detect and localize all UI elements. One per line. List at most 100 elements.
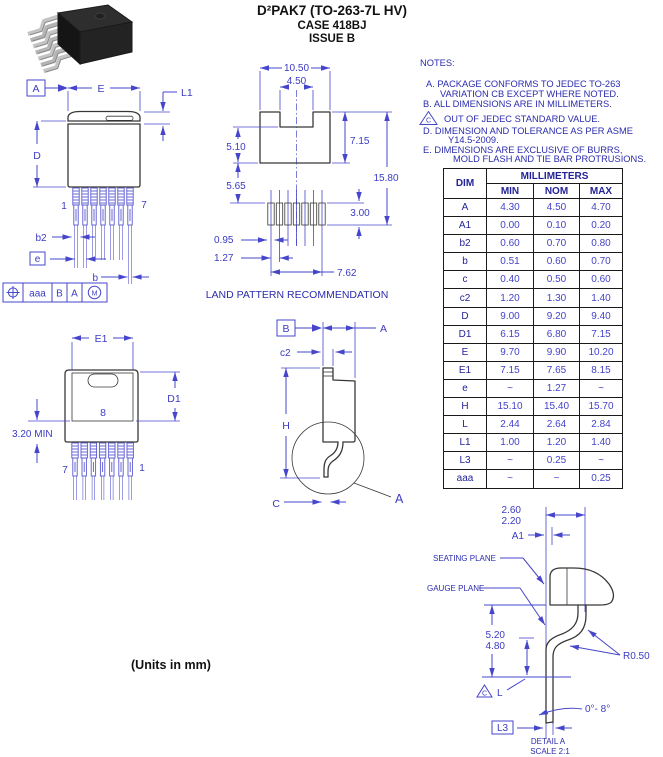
value-cell: ~ bbox=[533, 469, 580, 489]
value-cell: 9.70 bbox=[486, 342, 534, 362]
title-block: D²PAK7 (TO-263-7L HV) CASE 418BJ ISSUE B bbox=[257, 3, 407, 45]
table-header-max: MAX bbox=[579, 183, 623, 199]
table-header-min: MIN bbox=[486, 183, 534, 199]
note-a-line1: A. PACKAGE CONFORMS TO JEDEC TO-263 bbox=[426, 79, 620, 89]
back-pin1-label: 1 bbox=[139, 463, 145, 474]
side-view: B A c2 H C A bbox=[272, 319, 404, 510]
dim-d-label: D bbox=[33, 150, 41, 162]
dim-320min-label: 3.20 MIN bbox=[12, 429, 53, 440]
value-cell: ~ bbox=[486, 469, 534, 489]
dim-e1-label: E1 bbox=[95, 333, 108, 345]
value-cell: 0.60 bbox=[533, 252, 580, 272]
lp-gap-height: 5.65 bbox=[226, 181, 246, 192]
datum-e-box bbox=[29, 251, 46, 266]
dim-cell: e bbox=[443, 378, 487, 399]
dim-b2-label: b2 bbox=[35, 233, 47, 244]
mounting-slot bbox=[87, 373, 119, 388]
value-cell: ~ bbox=[579, 378, 623, 399]
issue-label: ISSUE B bbox=[309, 33, 355, 45]
package-3d-image bbox=[27, 4, 134, 74]
fcf-modifier: M bbox=[92, 291, 98, 298]
dim-cell: A1 bbox=[443, 216, 487, 236]
datum-a-label: A bbox=[32, 83, 39, 95]
value-cell: 15.40 bbox=[533, 397, 580, 417]
lp-overall-width: 10.50 bbox=[284, 63, 309, 74]
land-pattern-caption: LAND PATTERN RECOMMENDATION bbox=[206, 289, 389, 301]
value-cell: 0.50 bbox=[533, 270, 580, 290]
table-row: e~1.27~ bbox=[443, 378, 623, 399]
value-cell: 1.40 bbox=[579, 433, 623, 453]
value-cell: 4.70 bbox=[579, 197, 623, 218]
dim-l1-label: L1 bbox=[181, 87, 193, 99]
lp-notch-width: 4.50 bbox=[287, 76, 307, 87]
value-cell: 0.80 bbox=[579, 234, 623, 254]
value-cell: 8.15 bbox=[579, 360, 623, 380]
lp-pad-width: 0.95 bbox=[214, 235, 234, 246]
gauge-plane-label: GAUGE PLANE bbox=[427, 584, 484, 593]
detail-a-callout-circle bbox=[291, 421, 365, 495]
dim-cell: L3 bbox=[443, 451, 487, 471]
dim-l-label: L bbox=[497, 688, 503, 699]
dim-cell: c bbox=[443, 270, 487, 290]
value-cell: 0.20 bbox=[579, 216, 623, 236]
dim-cell: b2 bbox=[443, 234, 487, 254]
note-e-line1: E. DIMENSIONS ARE EXCLUSIVE OF BURRS, bbox=[423, 145, 622, 155]
flag-c-triangle bbox=[476, 684, 493, 698]
value-cell: 1.20 bbox=[533, 433, 580, 453]
value-cell: 0.10 bbox=[533, 216, 580, 236]
note-c-flag-letter: C bbox=[426, 118, 431, 125]
tab-bevel-mark bbox=[105, 115, 134, 121]
fcf-tolerance: aaa bbox=[29, 289, 46, 300]
note-d-line1: D. DIMENSION AND TOLERANCE AS PER ASME bbox=[423, 126, 633, 136]
notes-heading: NOTES: bbox=[420, 58, 455, 68]
detail-a-view: 2.60 2.20 A1 SEATING PLANE GAUGE PLANE 5… bbox=[427, 505, 650, 756]
table-row: L3~0.25~ bbox=[443, 451, 623, 471]
table-header-nom: NOM bbox=[533, 183, 580, 199]
case-number: CASE 418BJ bbox=[297, 20, 366, 32]
value-cell: 0.51 bbox=[486, 252, 534, 272]
note-b: B. ALL DIMENSIONS ARE IN MILLIMETERS. bbox=[423, 99, 612, 109]
dim-480-label: 4.80 bbox=[486, 641, 506, 652]
dim-cell: E1 bbox=[443, 360, 487, 380]
note-e-line2: MOLD FLASH AND TIE BAR PROTRUSIONS. bbox=[453, 154, 646, 164]
units-note: (Units in mm) bbox=[131, 658, 211, 672]
mmc-modifier-icon bbox=[87, 285, 102, 300]
value-cell: 0.60 bbox=[579, 270, 623, 290]
fcf-datum-secondary: A bbox=[71, 289, 78, 300]
lp-pad-pitch: 1.27 bbox=[214, 253, 234, 264]
dim-h-label: H bbox=[282, 420, 290, 432]
dim-cell: E bbox=[443, 342, 487, 362]
table-row: aaa~~0.25 bbox=[443, 469, 623, 489]
dim-b-label: b bbox=[92, 273, 98, 284]
lp-tab-height: 7.15 bbox=[350, 136, 370, 147]
note-c: OUT OF JEDEC STANDARD VALUE. bbox=[444, 114, 600, 124]
pin1-label: 1 bbox=[61, 201, 67, 212]
feature-control-frame: aaa B A M bbox=[2, 282, 108, 303]
value-cell: 7.65 bbox=[533, 360, 580, 380]
value-cell: 0.00 bbox=[486, 216, 534, 236]
value-cell: 9.20 bbox=[533, 306, 580, 326]
detail-a-caption: DETAIL A bbox=[531, 737, 566, 746]
dim-a1-label: A1 bbox=[512, 531, 525, 542]
value-cell: ~ bbox=[579, 451, 623, 471]
value-cell: 0.25 bbox=[579, 469, 623, 489]
lp-pad-height: 3.00 bbox=[350, 208, 370, 219]
value-cell: 10.20 bbox=[579, 342, 623, 362]
dim-c2-label: c2 bbox=[280, 348, 291, 359]
value-cell: 7.15 bbox=[486, 360, 534, 380]
value-cell: ~ bbox=[486, 451, 534, 471]
value-cell: 4.50 bbox=[533, 197, 580, 218]
value-cell: 15.70 bbox=[579, 397, 623, 417]
dim-520-label: 5.20 bbox=[486, 630, 506, 641]
dim-d1-label: D1 bbox=[167, 393, 181, 405]
value-cell: 6.80 bbox=[533, 324, 580, 344]
pad8-label: 8 bbox=[100, 407, 106, 419]
table-header-unit: MILLIMETERS bbox=[486, 168, 623, 184]
value-cell: 1.00 bbox=[486, 433, 534, 453]
